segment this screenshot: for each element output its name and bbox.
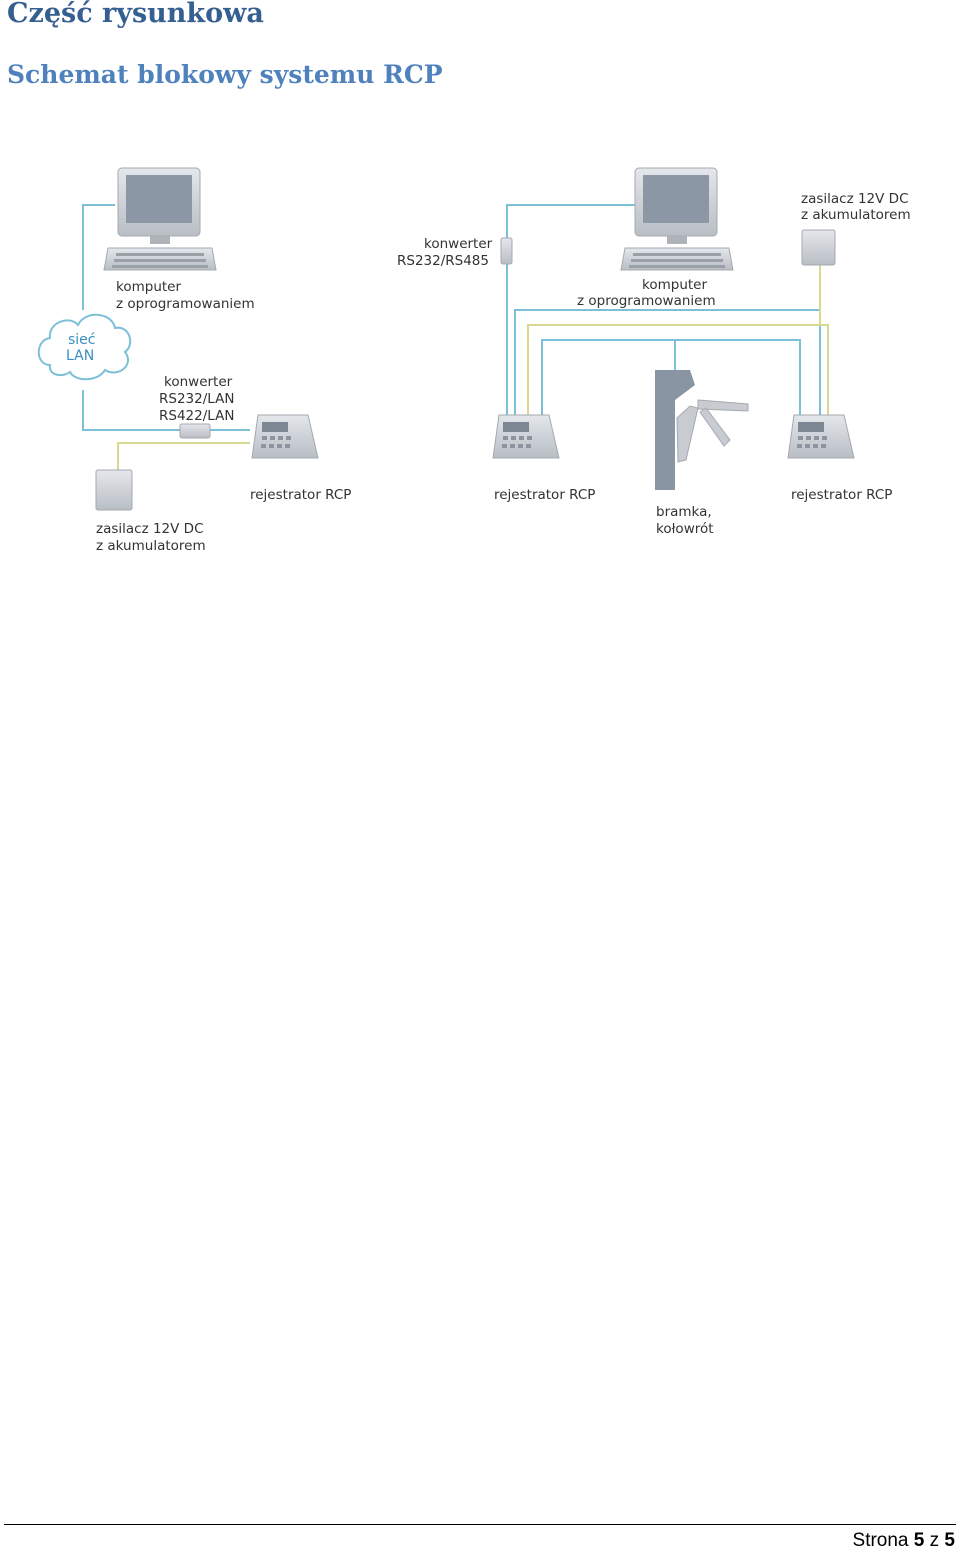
lan-label-1: sieć — [68, 332, 96, 348]
computer-left-label-1: komputer — [116, 279, 181, 295]
psu-right-label-2: z akumulatorem — [801, 207, 911, 223]
computer-right-icon — [620, 167, 734, 271]
footer-page-number: 5 — [913, 1530, 925, 1551]
recorder-mid-icon — [492, 414, 560, 459]
converter-lan-label-2: RS232/LAN — [159, 391, 234, 407]
footer-prefix: Strona — [852, 1530, 909, 1551]
section-title: Część rysunkowa — [7, 0, 264, 29]
gate-label-2: kołowrót — [656, 521, 714, 537]
converter-lan-icon — [179, 423, 211, 439]
converter-lan-label-1: konwerter — [164, 374, 233, 390]
lan-cloud-icon — [37, 313, 132, 381]
computer-left-label-2: z oprogramowaniem — [116, 296, 255, 312]
page-footer: Strona 5 z 5 — [853, 1530, 955, 1552]
recorder-left-icon — [251, 414, 319, 459]
recorder-right-label: rejestrator RCP — [791, 487, 892, 503]
converter-485-label-1: konwerter — [424, 236, 493, 252]
rcp-block-diagram: komputer z oprogramowaniem sieć LAN konw… — [37, 167, 911, 554]
converter-lan-label-3: RS422/LAN — [159, 408, 234, 424]
computer-left-icon — [103, 167, 217, 271]
footer-separator: z — [929, 1530, 940, 1551]
left-power-line — [117, 442, 250, 470]
psu-right-label-1: zasilacz 12V DC — [801, 191, 909, 207]
psu-left-icon — [95, 469, 133, 511]
right-power-lines — [527, 260, 829, 415]
computer-right-label-2: z oprogramowaniem — [577, 293, 716, 309]
footer-divider — [4, 1524, 956, 1525]
recorder-left-label: rejestrator RCP — [250, 487, 351, 503]
converter-485-icon — [500, 237, 513, 265]
left-data-lines — [82, 204, 250, 431]
diagram-heading: Schemat blokowy systemu RCP — [7, 60, 443, 89]
psu-right-icon — [801, 229, 836, 266]
footer-page-total: 5 — [944, 1530, 955, 1551]
lan-label-2: LAN — [66, 348, 94, 364]
gate-label-1: bramka, — [656, 504, 712, 520]
right-data-lines — [506, 204, 821, 418]
converter-485-label-2: RS232/RS485 — [397, 253, 489, 269]
psu-left-label-1: zasilacz 12V DC — [96, 521, 204, 537]
computer-right-label-1: komputer — [642, 277, 707, 293]
turnstile-icon — [655, 370, 749, 490]
recorder-right-icon — [787, 414, 855, 459]
recorder-mid-label: rejestrator RCP — [494, 487, 595, 503]
psu-left-label-2: z akumulatorem — [96, 538, 206, 554]
